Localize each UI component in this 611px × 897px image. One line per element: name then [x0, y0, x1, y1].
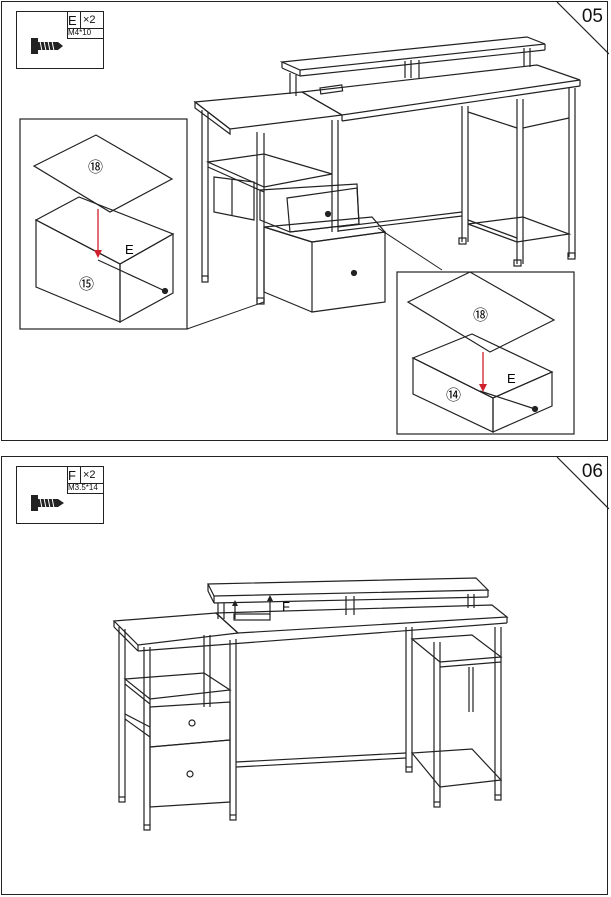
callout-right-frame	[396, 271, 575, 435]
step-06-panel: F 06 F ×2 M3.5*14	[1, 456, 609, 895]
step-number: 05	[581, 6, 603, 27]
desk-drawing	[193, 36, 581, 313]
callout-left-leader	[186, 301, 265, 330]
corner-tab-line	[556, 457, 609, 510]
hardware-grid-line	[67, 12, 68, 38]
hardware-box: F ×2 M3.5*14	[16, 466, 104, 524]
step-number: 06	[581, 461, 603, 482]
callout-left-arrowhead	[94, 250, 102, 258]
callout-right-drawing	[406, 271, 556, 433]
corner-tab-line	[556, 2, 609, 55]
hardware-size: M3.5*14	[68, 483, 98, 492]
step-05-panel: ⑱ ⑮ E ⑱ ⑭ E 05 E ×2 M4	[1, 1, 609, 441]
hardware-letter: E	[68, 13, 77, 28]
callout-right-box-part: ⑭	[446, 387, 461, 404]
hardware-grid-line	[67, 28, 104, 29]
hardware-grid-line	[80, 467, 81, 483]
desk-drawing	[112, 577, 509, 831]
callout-right-arrowhead	[479, 384, 487, 392]
hardware-grid-line	[67, 493, 104, 494]
callout-left-top-part: ⑱	[88, 159, 103, 176]
screw-arrowhead	[267, 595, 273, 601]
callout-left-drawing	[32, 134, 175, 324]
callout-left-screw-label: E	[125, 242, 134, 257]
hardware-quantity: ×2	[83, 14, 96, 26]
hardware-letter: F	[68, 468, 76, 483]
hardware-grid-line	[67, 483, 104, 484]
callout-left-frame	[19, 118, 188, 330]
hardware-size: M4*10	[68, 28, 92, 37]
hardware-grid-line	[80, 12, 81, 28]
hardware-grid-line	[67, 467, 68, 493]
screw-icon	[31, 495, 64, 511]
hardware-quantity: ×2	[83, 469, 96, 481]
callout-right-top-part: ⑱	[473, 307, 488, 324]
callout-right-leader	[377, 227, 443, 271]
screw-arrowhead	[232, 600, 238, 606]
callout-right-screw-label: E	[507, 371, 516, 386]
screw-icon	[31, 38, 63, 54]
hardware-grid-line	[67, 38, 104, 39]
callout-left-box-part: ⑮	[79, 276, 94, 293]
hardware-box: E ×2 M4*10	[16, 11, 104, 69]
screw-label: F	[282, 599, 290, 614]
step-06-illustration: F	[112, 457, 609, 831]
step-05-illustration: ⑱ ⑮ E ⑱ ⑭ E	[19, 2, 609, 435]
